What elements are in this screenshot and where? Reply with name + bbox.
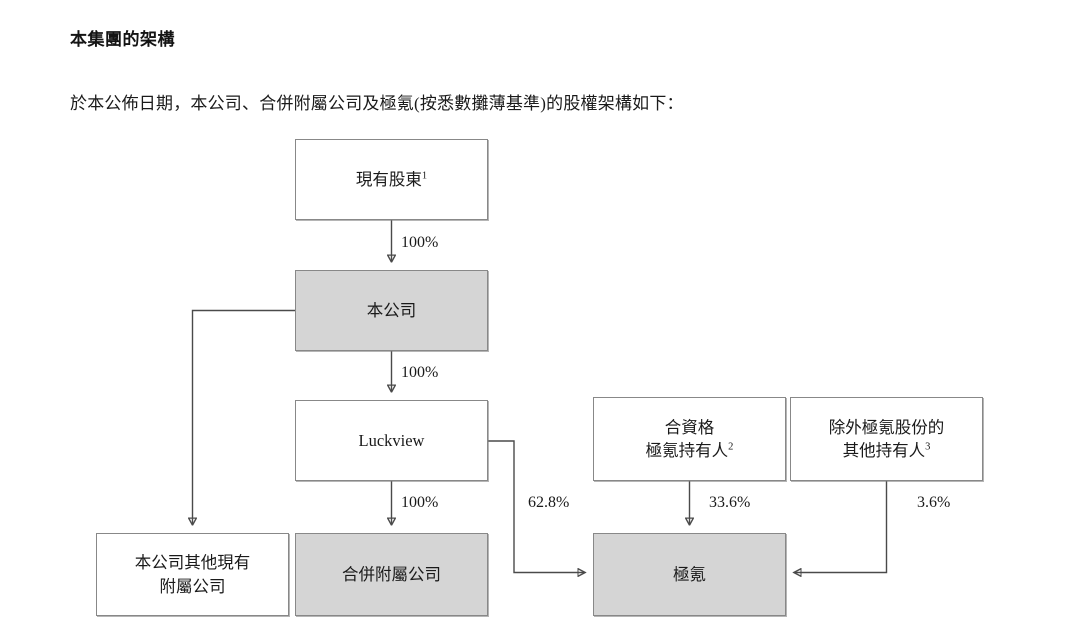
node-consolidated-subsidiaries-label: 合併附屬公司 [342, 564, 441, 584]
node-company-label: 本公司 [366, 300, 417, 320]
node-other-existing-subsidiaries-label: 本公司其他現有 附屬公司 [134, 553, 251, 596]
node-other-existing-subsidiaries: 本公司其他現有 附屬公司 [96, 533, 289, 616]
footnote-marker-3: 3 [925, 441, 931, 453]
footnote-marker-2: 2 [728, 441, 734, 453]
edge-label-luckview-to-zeekr: 62.8% [528, 494, 570, 511]
edge-other-holders-to-zeekr [794, 481, 888, 573]
node-luckview: Luckview [295, 400, 488, 481]
node-zeekr-label: 極氪 [673, 564, 706, 584]
node-eligible-zeekr-holders: 合資格 極氪持有人2 [593, 397, 786, 481]
node-eligible-zeekr-holders-label: 合資格 極氪持有人2 [645, 417, 734, 460]
node-existing-shareholders: 現有股東1 [295, 139, 488, 220]
edge-label-company-to-luckview: 100% [401, 364, 439, 381]
edge-label-eligible-to-zeekr: 33.6% [709, 494, 751, 511]
edge-company-to-other-subsidiaries [193, 309, 295, 526]
node-consolidated-subsidiaries: 合併附屬公司 [295, 533, 488, 616]
node-luckview-label: Luckview [358, 430, 425, 450]
edge-label-other-to-zeekr: 3.6% [917, 494, 951, 511]
intro-paragraph: 於本公佈日期，本公司、合併附屬公司及極氪(按悉數攤薄基準)的股權架構如下： [70, 94, 684, 113]
node-zeekr: 極氪 [593, 533, 786, 616]
node-other-zeekr-holders-label: 除外極氪股份的 其他持有人3 [828, 417, 945, 460]
edge-label-shareholders-to-company: 100% [401, 234, 439, 251]
node-company: 本公司 [295, 270, 488, 351]
node-other-zeekr-holders: 除外極氪股份的 其他持有人3 [790, 397, 983, 481]
edge-label-luckview-to-consolidated: 100% [401, 494, 439, 511]
node-existing-shareholders-label: 現有股東1 [355, 169, 428, 189]
footnote-marker-1: 1 [421, 170, 428, 182]
page-title: 本集團的架構 [70, 30, 175, 50]
